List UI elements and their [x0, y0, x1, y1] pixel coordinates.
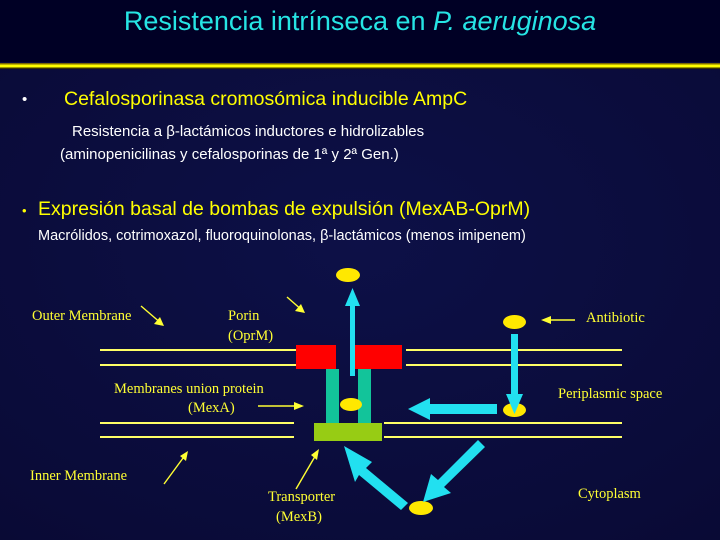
label-porin-line1: Porin [228, 308, 260, 324]
inner-membrane-line-bottom-right [384, 436, 622, 438]
title-bar: Resistencia intrínseca en P. aeruginosa [0, 0, 720, 62]
antibiotic-molecule-extracellular [336, 268, 360, 282]
bullet-heading-2: Expresión basal de bombas de expulsión (… [38, 198, 531, 220]
mexb-transporter-base [314, 423, 382, 441]
inner-membrane-pointer-arrow [163, 451, 188, 485]
transporter-pointer-arrow [295, 449, 319, 490]
label-membranes-union-protein-line2: (MexA) [188, 400, 235, 416]
periplasm-to-cytoplasm-arrow [423, 440, 485, 502]
page-title-species: P. aeruginosa [433, 6, 597, 36]
label-porin-line2: (OprM) [228, 328, 274, 344]
inner-membrane-line-top-left [100, 422, 294, 424]
outer-membrane-line-top-left [100, 349, 302, 351]
page-title-main: Resistencia intrínseca en [123, 6, 433, 36]
label-cytoplasm: Cytoplasm [578, 486, 641, 502]
porin-pointer-arrow [286, 296, 305, 313]
antibiotic-molecule-outside-right [503, 315, 526, 329]
page-title: Resistencia intrínseca en P. aeruginosa [0, 6, 720, 37]
bullet-1-line-1: Resistencia a β-lactámicos inductores e … [72, 123, 425, 140]
cytoplasm-to-transporter-arrow [344, 446, 408, 510]
bullet-1-line-2: (aminopenicilinas y cefalosporinas de 1ª… [60, 146, 399, 163]
mexa-pointer-arrow [258, 402, 304, 410]
outer-membrane-line-bottom-left [100, 364, 302, 366]
label-transporter-line1: Transporter [268, 489, 336, 505]
porin-block-left [296, 345, 336, 369]
antibiotic-molecule-in-pump [340, 398, 362, 411]
label-inner-membrane: Inner Membrane [30, 468, 128, 484]
mexa-column-right [358, 369, 371, 427]
periplasm-left-arrow [408, 398, 497, 420]
bullet-2-line-1: Macrólidos, cotrimoxazol, fluoroquinolon… [38, 228, 526, 244]
label-periplasmic-space: Periplasmic space [558, 386, 663, 402]
inner-membrane-line-top-right [384, 422, 622, 424]
label-membranes-union-protein-line1: Membranes union protein [114, 381, 264, 397]
label-outer-membrane: Outer Membrane [32, 308, 132, 324]
inner-membrane-line-bottom-left [100, 436, 294, 438]
antibiotic-pointer-arrow [541, 316, 575, 324]
antibiotic-influx-down-arrow [506, 334, 523, 414]
mexa-column-left [326, 369, 339, 427]
efflux-up-arrow [345, 288, 360, 376]
efflux-pump-diagram: Outer Membrane Porin (OprM) Membranes un… [0, 258, 720, 540]
porin-block-right [354, 345, 402, 369]
label-antibiotic: Antibiotic [586, 310, 645, 326]
bullet-marker-2: • [22, 203, 27, 218]
bullet-marker-1: • [22, 91, 28, 108]
title-divider [0, 63, 720, 69]
outer-membrane-pointer-arrow [140, 305, 164, 326]
label-transporter-line2: (MexB) [276, 509, 322, 525]
bullet-heading-1: Cefalosporinasa cromosómica inducible Am… [64, 88, 468, 110]
antibiotic-molecule-cytoplasm [409, 501, 433, 515]
diagram-arrows [140, 288, 575, 510]
